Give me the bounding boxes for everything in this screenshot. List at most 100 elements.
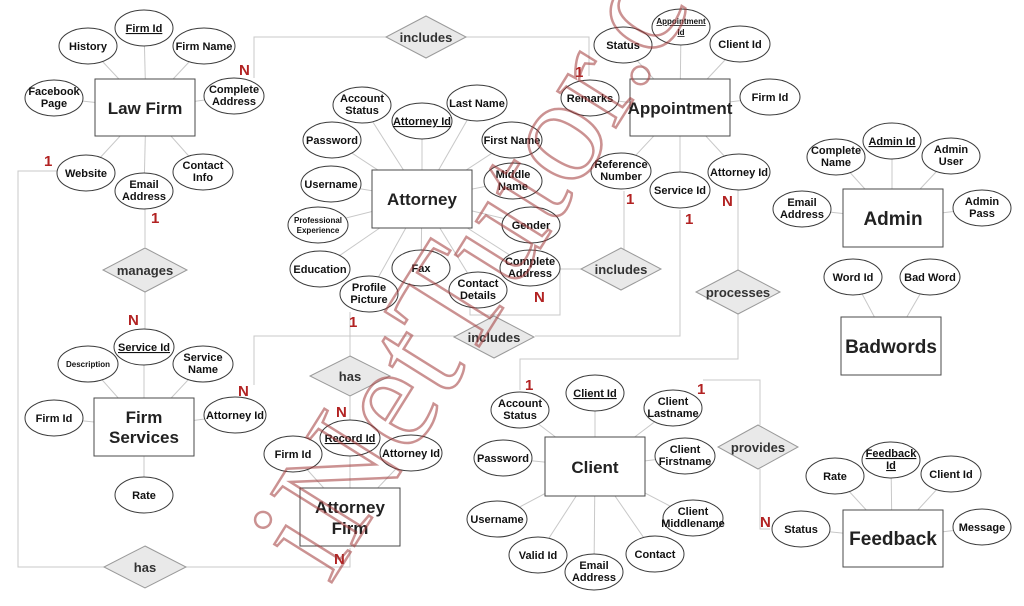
svg-text:Status: Status [606, 40, 640, 52]
svg-text:Password: Password [477, 453, 529, 465]
svg-text:Firm Id: Firm Id [275, 449, 312, 461]
attr-appointment-reference-number: Reference Number [590, 152, 652, 190]
attr-law-firm-firm-name: Firm Name [172, 27, 236, 65]
svg-text:Attorney Id: Attorney Id [382, 448, 440, 460]
svg-text:Rate: Rate [132, 490, 156, 502]
relationship-label: includes [595, 262, 648, 277]
cardinality-label: N [238, 383, 249, 400]
svg-text:Id: Id [886, 460, 896, 472]
entity-label: Law Firm [108, 99, 183, 118]
attr-admin-email-address: Email Address [772, 190, 832, 228]
svg-text:Email: Email [579, 560, 608, 572]
svg-text:Complete: Complete [209, 84, 259, 96]
entity-client: Client [544, 436, 646, 497]
svg-text:Word Id: Word Id [833, 272, 874, 284]
entity-label: Badwords [845, 337, 937, 358]
svg-text:Name: Name [188, 364, 218, 376]
attr-appointment-firm-id: Firm Id [739, 78, 801, 116]
relationship-manages: manages [101, 247, 189, 293]
svg-text:Email: Email [787, 197, 816, 209]
attr-client-contact: Contact [625, 535, 685, 573]
attr-attorney-fax: Fax [391, 249, 451, 287]
attr-firm-services-service-name: Service Name [172, 345, 234, 383]
attr-attorney-firm-firm-id: Firm Id [263, 435, 323, 473]
svg-text:Firstname: Firstname [659, 456, 712, 468]
attr-appointment-status: Status [593, 26, 653, 64]
entity-badwords: Badwords [840, 316, 942, 376]
attr-admin-admin-id: Admin Id [862, 122, 922, 160]
attr-client-valid-id: Valid Id [508, 536, 568, 574]
svg-text:Firm Name: Firm Name [176, 41, 233, 53]
entity-appointment: Appointment [628, 78, 733, 137]
svg-text:Contact: Contact [458, 278, 499, 290]
relationship-includes-mid: includes [452, 315, 536, 359]
svg-text:Education: Education [293, 264, 346, 276]
svg-text:Professional: Professional [294, 216, 342, 225]
cardinality-label: 1 [697, 381, 705, 398]
svg-text:Number: Number [600, 171, 642, 183]
cardinality-label: N [760, 514, 771, 531]
attr-attorney-contact-details: Contact Details [448, 271, 508, 309]
relationship-label: manages [117, 263, 173, 278]
attr-feedback-message: Message [952, 508, 1012, 546]
entity-feedback: Feedback [842, 509, 944, 568]
svg-text:Feedback: Feedback [866, 448, 918, 460]
svg-text:Record Id: Record Id [325, 433, 376, 445]
relationship-has-mid: has [308, 355, 392, 397]
relationship-includes-top: includes [384, 15, 468, 59]
svg-text:Status: Status [345, 105, 379, 117]
svg-text:Attorney Id: Attorney Id [206, 410, 264, 422]
svg-text:Account: Account [498, 398, 542, 410]
svg-text:Attorney Id: Attorney Id [710, 167, 768, 179]
svg-text:Info: Info [193, 172, 213, 184]
relationship-has-bottom: has [102, 545, 188, 589]
attr-attorney-username: Username [300, 165, 362, 203]
svg-text:Email: Email [129, 179, 158, 191]
entity-label: Admin [863, 209, 922, 230]
attr-attorney-first-name: First Name [481, 121, 543, 159]
entity-label: Firm [126, 408, 163, 427]
svg-text:Contact: Contact [183, 160, 224, 172]
svg-text:Last Name: Last Name [449, 98, 505, 110]
svg-text:Pass: Pass [969, 208, 995, 220]
svg-text:Account: Account [340, 93, 384, 105]
attr-client-client-id: Client Id [565, 374, 625, 412]
entity-label: Attorney [315, 498, 385, 517]
svg-text:Attorney Id: Attorney Id [393, 116, 451, 128]
svg-text:Admin Id: Admin Id [868, 136, 915, 148]
attr-appointment-appointment-id: Appointment Id [651, 8, 711, 46]
svg-text:Reference: Reference [594, 159, 647, 171]
attr-law-firm-firm-id: Firm Id [114, 9, 174, 47]
attr-attorney-password: Password [302, 121, 362, 159]
entity-label: Services [109, 428, 179, 447]
entity-label: Firm [332, 519, 369, 538]
attr-client-email-address: Email Address [564, 553, 624, 591]
entity-label: Client [571, 458, 619, 477]
svg-text:Client Id: Client Id [573, 388, 616, 400]
attr-appointment-service-id: Service Id [649, 171, 711, 209]
svg-text:Fax: Fax [412, 263, 432, 275]
cardinality-label: 1 [685, 211, 693, 228]
entity-label: Appointment [628, 99, 733, 118]
cardinality-label: N [534, 289, 545, 306]
attr-appointment-remarks: Remarks [560, 79, 620, 117]
svg-text:Address: Address [572, 572, 616, 584]
attr-appointment-client-id: Client Id [709, 25, 771, 63]
attr-client-client-middlename: Client Middlename [661, 499, 725, 537]
svg-text:Client: Client [670, 444, 701, 456]
attr-admin-admin-pass: Admin Pass [952, 189, 1012, 227]
attr-attorney-firm-attorney-id: Attorney Id [379, 434, 443, 472]
relationship-includes-right: includes [579, 247, 663, 291]
svg-text:Profile: Profile [352, 282, 386, 294]
relationship-processes: processes [694, 269, 782, 315]
attr-law-firm-complete-address: Complete Address [203, 77, 265, 115]
svg-text:Experience: Experience [297, 226, 340, 235]
attr-attorney-attorney-id: Attorney Id [391, 102, 453, 140]
attr-firm-services-rate: Rate [114, 476, 174, 514]
svg-text:Name: Name [821, 157, 851, 169]
attr-attorney-gender: Gender [501, 206, 561, 244]
cardinality-label: N [239, 62, 250, 79]
entity-label: Feedback [849, 529, 937, 550]
cardinality-label: 1 [525, 377, 533, 394]
attr-law-firm-website: Website [56, 154, 116, 192]
